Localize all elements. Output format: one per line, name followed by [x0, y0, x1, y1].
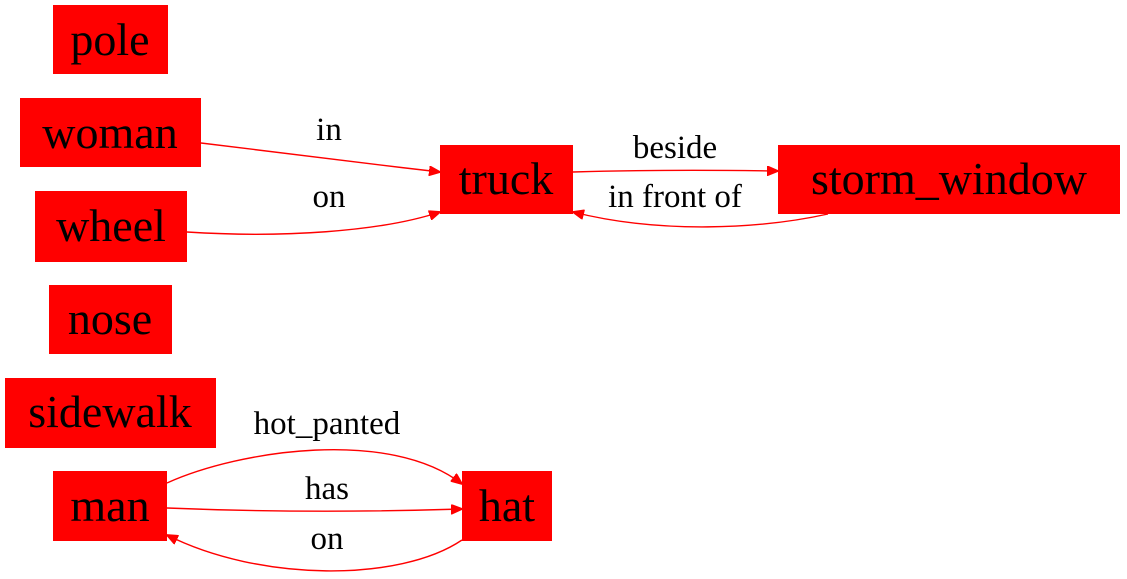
edge-line: [166, 508, 462, 511]
edge-label-beside: beside: [633, 130, 717, 166]
node-label: pole: [70, 14, 149, 65]
node-box: [20, 98, 201, 167]
node-woman: woman: [20, 98, 201, 167]
edge-label-hot-panted: hot_panted: [254, 406, 401, 442]
edge-wheel-truck: on: [186, 179, 440, 235]
edge-hat-man-on: on: [167, 521, 463, 572]
node-box: [53, 5, 168, 74]
edge-label-has: has: [305, 471, 349, 507]
edge-label-in: in: [316, 112, 342, 148]
edge-line: [572, 170, 778, 172]
edge-storm-window-truck: in front of: [573, 179, 829, 228]
edge-truck-storm-window: beside: [572, 130, 778, 172]
edge-man-hat-has: has: [166, 471, 462, 511]
node-hat: hat: [462, 471, 552, 541]
node-man: man: [53, 471, 167, 541]
node-box: [49, 285, 172, 354]
node-box: [5, 378, 216, 448]
node-storm-window: storm_window: [778, 145, 1120, 214]
edge-line: [573, 212, 829, 228]
edge-line: [166, 448, 462, 484]
node-label: hat: [479, 480, 535, 531]
edge-label-in-front-of: in front of: [608, 179, 742, 215]
node-pole: pole: [53, 5, 168, 74]
node-box: [35, 191, 187, 262]
edge-label-on: on: [313, 179, 346, 215]
node-nose: nose: [49, 285, 172, 354]
node-box: [778, 145, 1120, 214]
edge-line: [200, 142, 440, 172]
node-label: truck: [459, 153, 554, 204]
edge-man-hat-hot-panted: hot_panted: [166, 406, 462, 484]
edge-line: [167, 535, 463, 572]
edge-woman-truck: in: [200, 112, 440, 172]
edge-label-on: on: [311, 521, 344, 557]
node-label: man: [70, 480, 149, 531]
node-wheel: wheel: [35, 191, 187, 262]
node-label: wheel: [56, 200, 166, 251]
edge-line: [186, 212, 440, 235]
node-label: sidewalk: [28, 386, 192, 437]
node-truck: truck: [440, 145, 573, 214]
node-box: [462, 471, 552, 541]
node-label: storm_window: [811, 153, 1088, 204]
node-box: [53, 471, 167, 541]
node-sidewalk: sidewalk: [5, 378, 216, 448]
node-label: nose: [68, 293, 152, 344]
node-label: woman: [42, 107, 177, 158]
node-box: [440, 145, 573, 214]
